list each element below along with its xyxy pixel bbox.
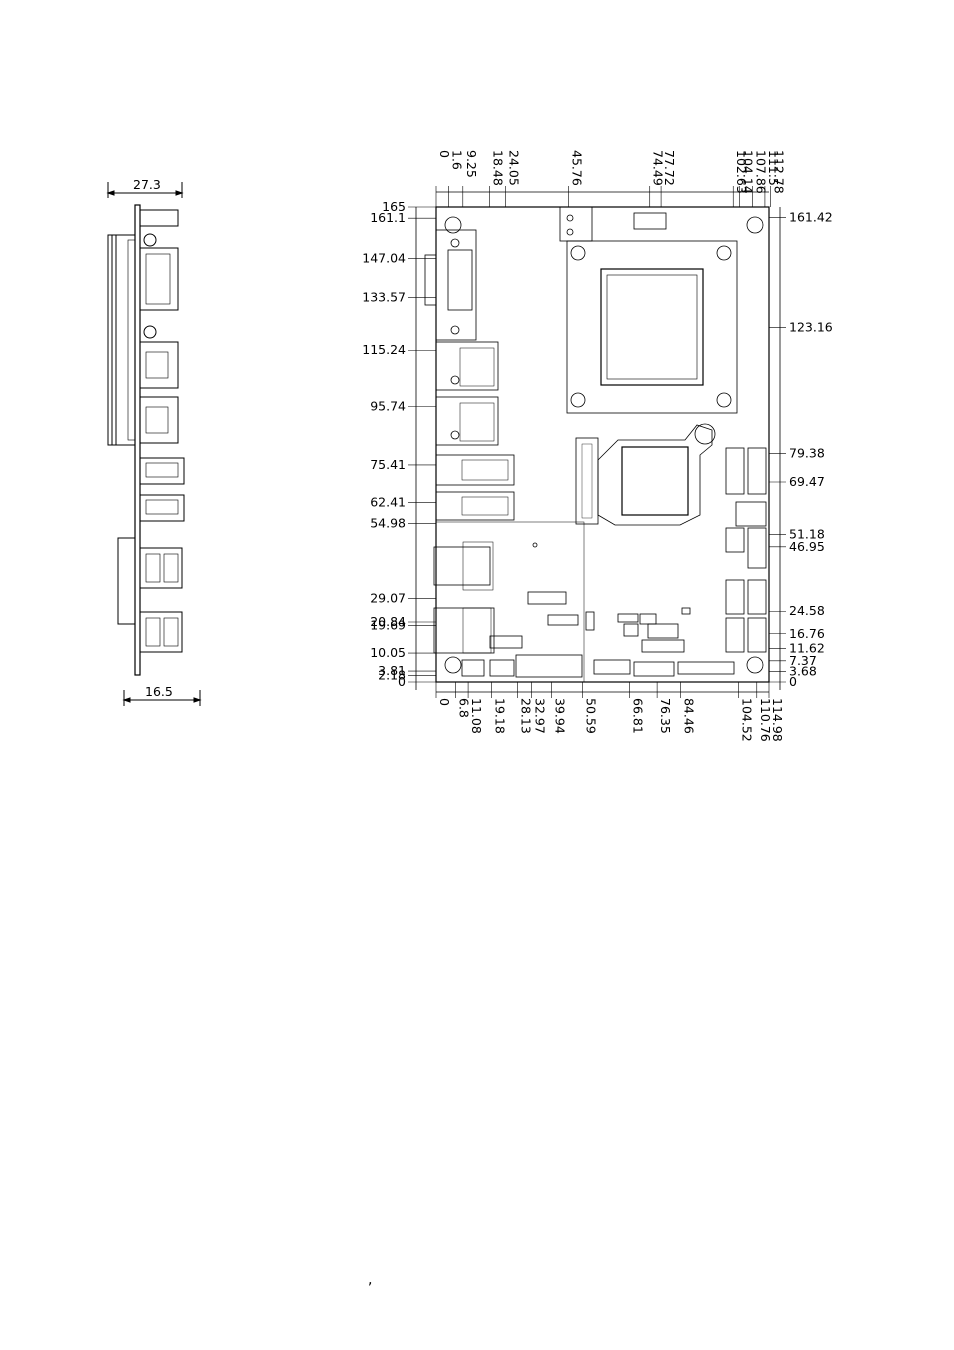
left-dim-label: 161.1 <box>370 210 406 225</box>
left-dim-label: 20.84 <box>370 614 406 629</box>
left-dim-label: 29.07 <box>370 590 406 605</box>
left-dim-label: 95.74 <box>370 398 406 413</box>
right-dim-label: 46.95 <box>789 539 825 554</box>
bottom-dim-label: 0 <box>437 698 452 706</box>
top-dim-label: 9.25 <box>464 150 479 178</box>
left-dim-label: 147.04 <box>362 251 406 266</box>
left-dim-label: 19.69 <box>370 617 406 632</box>
bottom-dim-label: 11.08 <box>469 698 484 734</box>
bottom-dim-label: 110.76 <box>758 698 773 742</box>
right-dim-label: 69.47 <box>789 474 825 489</box>
right-dim-label: 123.16 <box>789 319 833 334</box>
left-dim-label: 54.98 <box>370 516 406 531</box>
top-dim-label: 102.63 <box>734 150 749 194</box>
top-dim-label: 111.5 <box>766 150 781 186</box>
top-dim-label: 77.72 <box>662 150 677 186</box>
side-width-top-label: 27.3 <box>133 177 161 192</box>
side-view <box>106 182 202 706</box>
top-dim-label: 107.86 <box>753 150 768 194</box>
top-dim-label: 112.78 <box>772 150 787 194</box>
bottom-dim-label: 32.97 <box>532 698 547 734</box>
top-dim-label: 45.76 <box>570 150 585 186</box>
top-dim-label: 104.14 <box>741 150 756 194</box>
right-dim-label: 11.62 <box>789 641 825 656</box>
bottom-dim-label: 104.52 <box>740 698 755 742</box>
left-dim-label: 2.18 <box>378 668 406 683</box>
right-dim-label: 161.42 <box>789 209 833 224</box>
top-dim-label: 18.48 <box>491 150 506 186</box>
dimension-ticks <box>408 186 786 698</box>
left-dim-label: 3.81 <box>378 663 406 678</box>
board-components <box>424 206 767 683</box>
right-dim-label: 51.18 <box>789 527 825 542</box>
right-dim-label: 0 <box>789 674 797 689</box>
left-dim-label: 0 <box>398 674 406 689</box>
bottom-dim-label: 84.46 <box>682 698 697 734</box>
left-dim-label: 165 <box>382 199 406 214</box>
bottom-dim-label: 19.18 <box>493 698 508 734</box>
top-dim-label: 0 <box>437 150 452 158</box>
bottom-dim-label: 39.94 <box>553 698 568 734</box>
footer-mark: , <box>368 1272 373 1288</box>
left-dim-label: 115.24 <box>362 342 406 357</box>
bottom-dim-label: 66.81 <box>630 698 645 734</box>
bottom-dim-label: 28.13 <box>518 698 533 734</box>
left-dim-label: 62.41 <box>370 494 406 509</box>
right-dim-label: 24.58 <box>789 603 825 618</box>
right-dim-label: 16.76 <box>789 626 825 641</box>
right-dim-label: 79.38 <box>789 445 825 460</box>
left-dim-label: 10.05 <box>370 645 406 660</box>
left-dim-label: 75.41 <box>370 457 406 472</box>
top-dim-label: 74.49 <box>651 150 666 186</box>
dimension-lines <box>415 191 781 693</box>
right-dim-label: 7.37 <box>789 653 817 668</box>
top-dim-label: 1.6 <box>450 150 465 170</box>
board-outline <box>435 206 770 683</box>
bottom-dim-label: 50.59 <box>584 698 599 734</box>
bottom-dim-label: 6.8 <box>457 698 472 718</box>
left-dim-label: 133.57 <box>362 289 406 304</box>
right-dim-label: 3.68 <box>789 663 817 678</box>
side-width-bottom-label: 16.5 <box>145 684 173 699</box>
bottom-dim-label: 76.35 <box>658 698 673 734</box>
bottom-dim-label: 114.98 <box>770 698 785 742</box>
top-dim-label: 24.05 <box>507 150 522 186</box>
